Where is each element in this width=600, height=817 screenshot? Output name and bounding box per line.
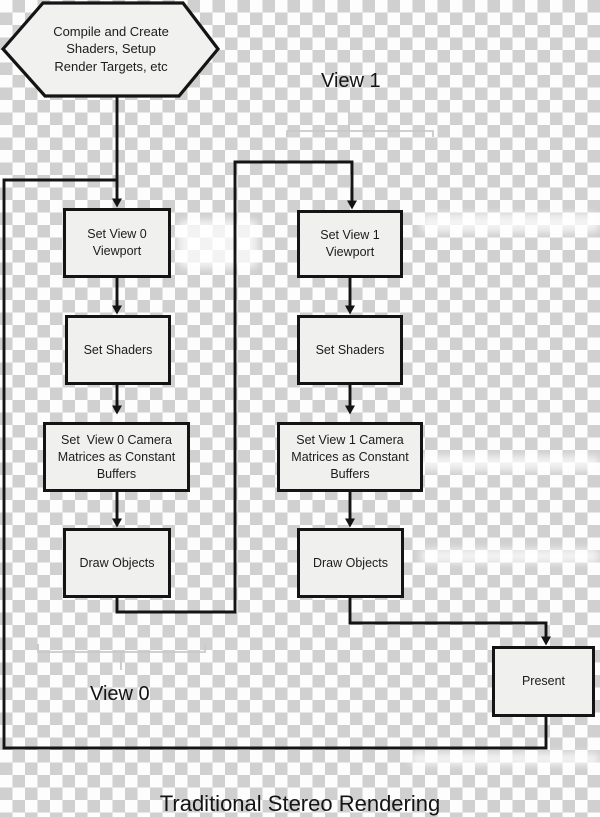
start-hexagon-shape	[0, 1, 221, 98]
loop-back-connector	[2, 178, 548, 750]
view0-to-view1-connector	[115, 160, 357, 614]
node-set-view0-viewport: Set View 0 Viewport	[63, 208, 171, 278]
node-draw-objects-view0: Draw Objects	[63, 528, 171, 598]
node-draw-objects-view1: Draw Objects	[297, 528, 404, 598]
node-set-shaders-view0: Set Shaders	[65, 315, 171, 385]
view1-to-present-connector	[348, 597, 551, 646]
view1-label: View 1	[321, 70, 381, 92]
start-hexagon-label: Compile and Create Shaders, Setup Render…	[53, 23, 169, 74]
diagram-title: Traditional Stereo Rendering	[159, 791, 441, 816]
node-set-view1-camera-matrices: Set View 1 Camera Matrices as Constant B…	[277, 422, 423, 492]
node-present: Present	[492, 646, 595, 717]
white-smudge	[420, 549, 600, 563]
node-set-view1-viewport: Set View 1 Viewport	[297, 210, 403, 278]
view0-brace	[37, 644, 206, 670]
white-smudge	[410, 753, 600, 765]
node-set-view0-camera-matrices: Set View 0 Camera Matrices as Constant B…	[43, 422, 190, 492]
white-smudge	[178, 220, 258, 268]
view1-brace	[286, 112, 434, 137]
node-set-shaders-view1: Set Shaders	[297, 315, 403, 385]
white-smudge	[420, 214, 600, 232]
view0-label: View 0	[90, 683, 150, 705]
white-smudge	[400, 456, 600, 470]
